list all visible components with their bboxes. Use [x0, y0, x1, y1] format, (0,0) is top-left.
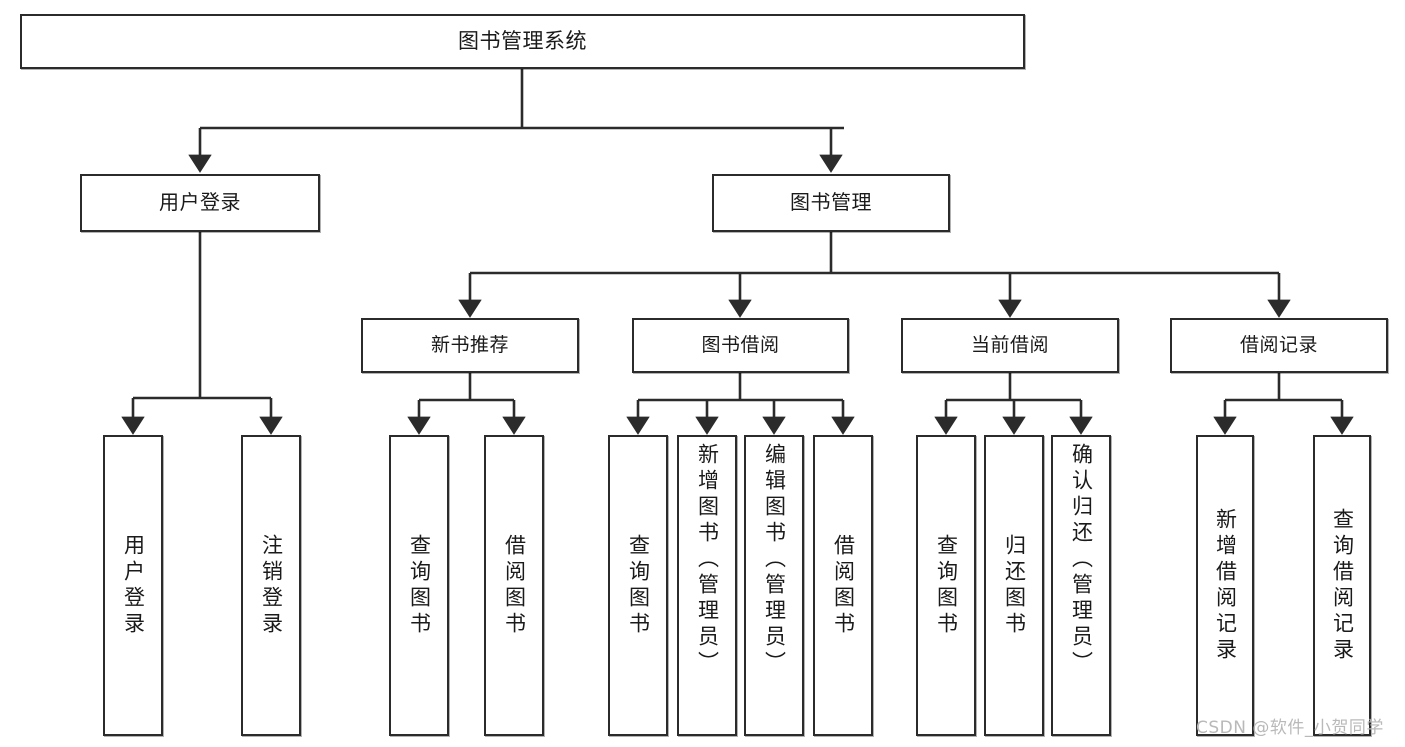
node-root[interactable]: 图书管理系统: [20, 14, 1025, 69]
node-current-borrow[interactable]: 当前借阅: [901, 318, 1119, 373]
node-label: 注销登录: [259, 533, 284, 638]
node-book-manage[interactable]: 图书管理: [712, 174, 950, 232]
node-leaf-query-book-2[interactable]: 查询图书: [608, 435, 668, 736]
node-leaf-edit-book[interactable]: 编辑图书（管理员）: [744, 435, 804, 736]
node-label: 当前借阅: [970, 334, 1049, 357]
node-user-login[interactable]: 用户登录: [80, 174, 320, 232]
node-leaf-user-login[interactable]: 用户登录: [103, 435, 163, 736]
node-leaf-query-record[interactable]: 查询借阅记录: [1313, 435, 1371, 736]
node-label: 借阅图书: [831, 533, 856, 638]
node-borrow-record[interactable]: 借阅记录: [1170, 318, 1388, 373]
node-leaf-query-book-1[interactable]: 查询图书: [389, 435, 449, 736]
node-label: 查询图书: [626, 533, 651, 638]
node-label: 用户登录: [159, 190, 241, 215]
node-leaf-query-book-3[interactable]: 查询图书: [916, 435, 976, 736]
node-leaf-borrow-book-1[interactable]: 借阅图书: [484, 435, 544, 736]
node-leaf-return-book[interactable]: 归还图书: [984, 435, 1044, 736]
node-label: 新增图书（管理员）: [695, 443, 720, 677]
node-label: 新书推荐: [430, 334, 509, 357]
watermark: CSDN @软件_小贺同学: [1196, 718, 1384, 738]
node-label: 编辑图书（管理员）: [762, 443, 787, 677]
node-leaf-logout-login[interactable]: 注销登录: [241, 435, 301, 736]
node-new-book-recommend[interactable]: 新书推荐: [361, 318, 579, 373]
node-label: 借阅图书: [502, 533, 527, 638]
node-label: 归还图书: [1002, 533, 1027, 638]
node-leaf-borrow-book-2[interactable]: 借阅图书: [813, 435, 873, 736]
node-leaf-add-book[interactable]: 新增图书（管理员）: [677, 435, 737, 736]
node-label: 确认归还（管理员）: [1069, 443, 1094, 677]
node-label: 查询图书: [934, 533, 959, 638]
node-label: 图书管理: [790, 190, 872, 215]
node-book-borrow[interactable]: 图书借阅: [632, 318, 849, 373]
node-leaf-add-record[interactable]: 新增借阅记录: [1196, 435, 1254, 736]
node-label: 用户登录: [121, 533, 146, 638]
node-label: 图书借阅: [701, 334, 780, 357]
node-label: 新增借阅记录: [1213, 507, 1238, 664]
node-label: 查询图书: [407, 533, 432, 638]
node-label: 查询借阅记录: [1330, 507, 1355, 664]
node-label: 图书管理系统: [458, 29, 587, 54]
node-label: 借阅记录: [1239, 334, 1318, 357]
node-leaf-confirm-return[interactable]: 确认归还（管理员）: [1051, 435, 1111, 736]
